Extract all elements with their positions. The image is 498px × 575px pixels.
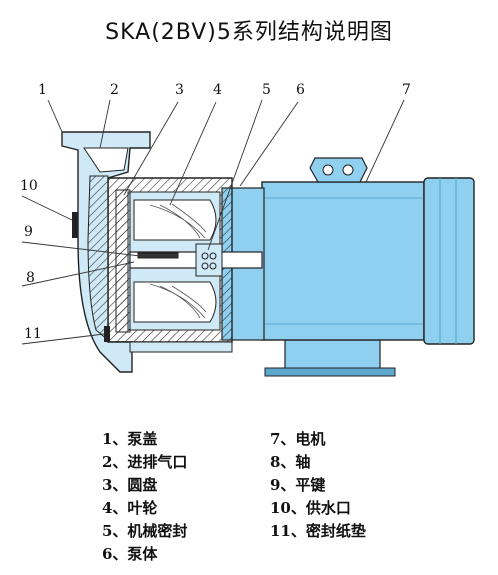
legend-item-11: 11、密封纸垫 — [270, 522, 366, 540]
motor-end-cap — [423, 177, 475, 345]
legend-item-2: 2、进排气口 — [102, 453, 188, 471]
callout-3: 3 — [175, 82, 184, 98]
water-supply-port — [72, 212, 78, 238]
callout-6: 6 — [296, 82, 305, 98]
legend-item-7: 7、电机 — [270, 430, 326, 448]
callout-1: 1 — [38, 82, 47, 98]
motor-body — [261, 181, 425, 341]
impeller-lower — [133, 281, 217, 323]
legend-item-4: 4、叶轮 — [102, 499, 158, 517]
gasket — [104, 326, 110, 342]
callout-10: 10 — [20, 178, 38, 194]
legend-item-8: 8、轴 — [270, 453, 311, 471]
callout-5: 5 — [262, 82, 271, 98]
callout-8: 8 — [26, 270, 35, 286]
motor-terminal-box — [309, 157, 368, 183]
legend-item-5: 5、机械密封 — [102, 522, 188, 540]
legend-item-3: 3、圆盘 — [102, 476, 158, 494]
callout-11: 11 — [24, 326, 42, 342]
mechanical-seal — [195, 243, 223, 277]
pump-structure-diagram — [21, 99, 475, 377]
disc — [115, 189, 131, 333]
inlet-outlet-port — [83, 147, 129, 173]
callout-9: 9 — [24, 224, 33, 240]
callout-2: 2 — [110, 82, 119, 98]
diagram-title: SKA(2BV)5系列结构说明图 — [105, 20, 393, 45]
callout-4: 4 — [213, 82, 222, 98]
callout-7: 7 — [402, 82, 411, 98]
legend-item-10: 10、供水口 — [270, 499, 351, 517]
legend-item-1: 1、泵盖 — [102, 430, 158, 448]
pump-base — [129, 341, 233, 353]
motor-foot — [284, 339, 381, 371]
motor-base-plate — [264, 367, 396, 377]
legend-item-9: 9、平键 — [270, 476, 326, 494]
impeller-upper — [133, 199, 217, 241]
legend-item-6: 6、泵体 — [102, 545, 158, 563]
key — [137, 252, 179, 259]
